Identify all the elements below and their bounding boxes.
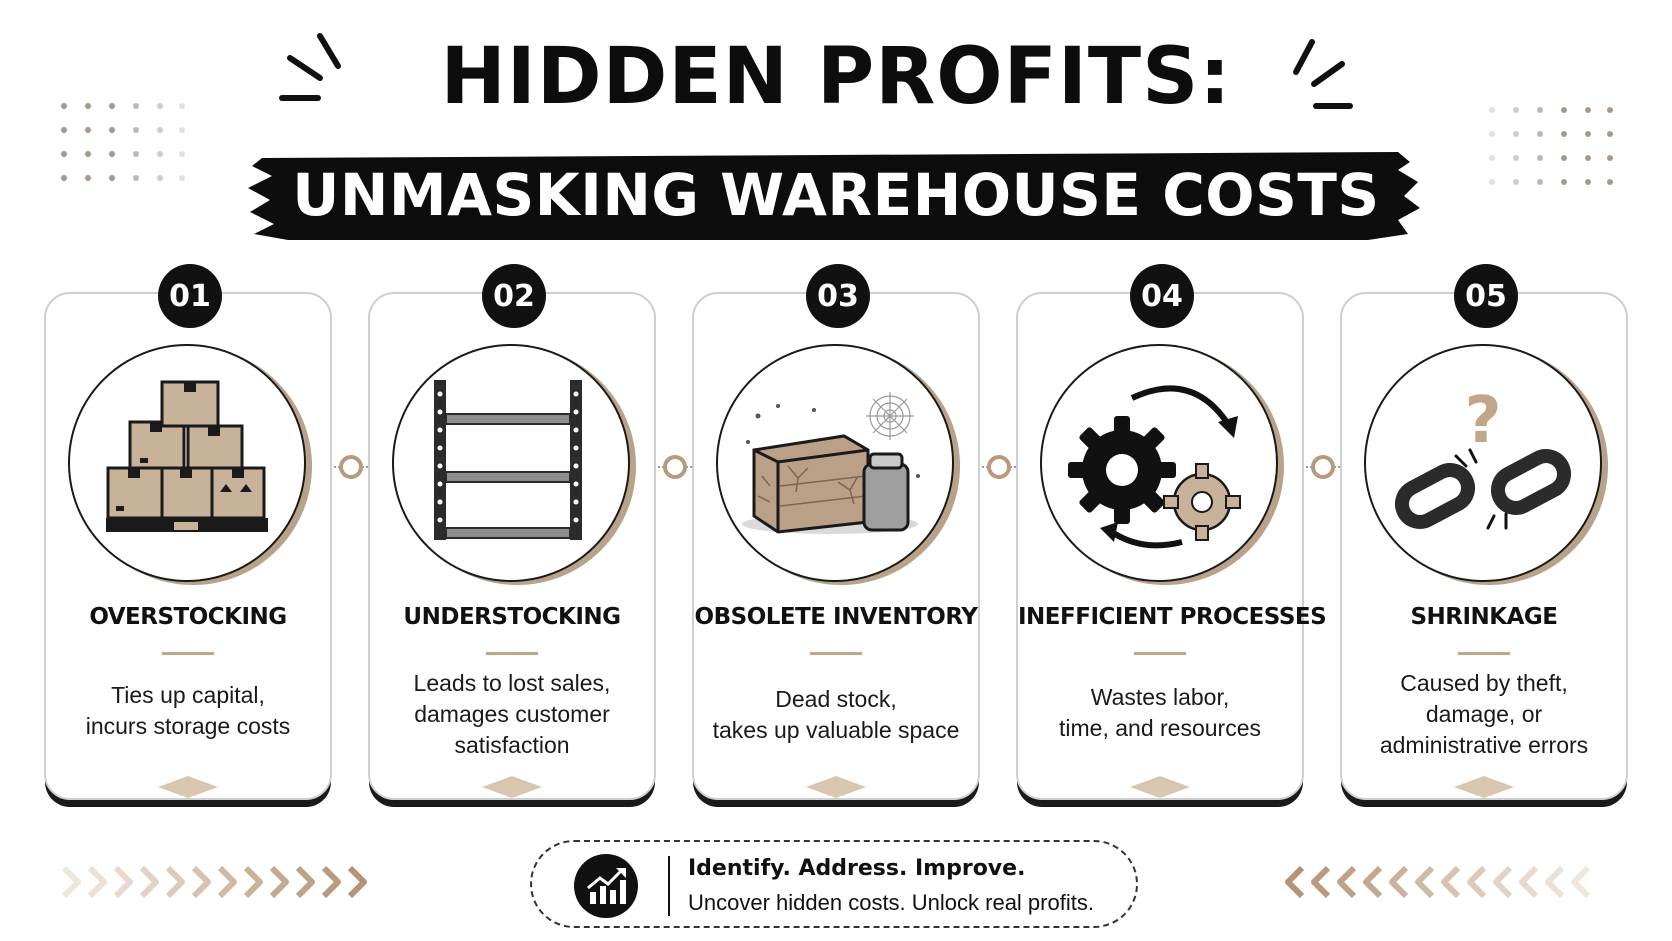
card-inefficient-processes: 04 INEFFICIENT PROC bbox=[1016, 264, 1327, 800]
title-underline bbox=[162, 652, 214, 655]
icon-circle bbox=[392, 344, 630, 582]
summary-banner: Identify. Address. Improve. Uncover hidd… bbox=[530, 840, 1138, 928]
dot-grid-right-decoration bbox=[1489, 107, 1613, 185]
burst-lines-right-icon bbox=[1293, 39, 1353, 109]
stacked-boxes-icon bbox=[106, 380, 268, 532]
brush-stroke-shape bbox=[248, 152, 1420, 240]
card-obsolete-inventory: 03 O bbox=[692, 264, 980, 800]
svg-text:?: ? bbox=[1464, 384, 1501, 458]
card-title: INEFFICIENT PROCESSES bbox=[1018, 604, 1327, 630]
card-description: Ties up capital, incurs storage costs bbox=[85, 682, 291, 739]
banner-headline: Identify. Address. Improve. bbox=[688, 856, 1026, 881]
card-title: SHRINKAGE bbox=[1410, 604, 1558, 630]
icon-circle: ? bbox=[1364, 344, 1602, 582]
subtitle-brush-banner: UNMASKING WAREHOUSE COSTS bbox=[248, 148, 1424, 244]
title-underline bbox=[810, 652, 862, 655]
icon-circle bbox=[1040, 344, 1278, 582]
card-description: Leads to lost sales, damages customer sa… bbox=[413, 670, 611, 758]
connector-ring-4 bbox=[1311, 455, 1335, 479]
step-number-badge: 05 bbox=[1454, 264, 1518, 328]
connector-ring-2 bbox=[663, 455, 687, 479]
card-title: UNDERSTOCKING bbox=[403, 604, 621, 630]
card-description: Caused by theft, damage, or administrati… bbox=[1379, 670, 1589, 758]
banner-subline: Uncover hidden costs. Unlock real profit… bbox=[688, 890, 1094, 915]
burst-lines-left-icon bbox=[279, 33, 341, 101]
dot-grid-left-decoration bbox=[61, 103, 185, 181]
diamond-marker-icon bbox=[1130, 776, 1190, 798]
diamond-marker-icon bbox=[806, 776, 866, 798]
chevrons-left-decoration bbox=[1285, 865, 1591, 899]
page-subtitle: UNMASKING WAREHOUSE COSTS bbox=[292, 161, 1380, 229]
card-overstocking: 01 OVERSTOCKING Ties up capital bbox=[44, 264, 332, 800]
step-number-badge: 03 bbox=[806, 264, 870, 328]
step-number-badge: 04 bbox=[1130, 264, 1194, 328]
connector-ring-3 bbox=[987, 455, 1011, 479]
banner-divider bbox=[668, 856, 670, 916]
growth-chart-icon bbox=[587, 868, 626, 904]
card-description: Dead stock, takes up valuable space bbox=[712, 686, 960, 743]
growth-chart-badge bbox=[574, 854, 638, 918]
card-title: OVERSTOCKING bbox=[89, 604, 287, 630]
card-shrinkage: 05 ? SHRINKAGE Caused by theft, damage, … bbox=[1340, 264, 1628, 800]
title-underline bbox=[1134, 652, 1186, 655]
page-title: HIDDEN PROFITS: bbox=[440, 32, 1232, 122]
diamond-marker-icon bbox=[158, 776, 218, 798]
broken-chain-icon: ? bbox=[1394, 384, 1572, 530]
title-underline bbox=[1458, 652, 1510, 655]
chevrons-right-decoration bbox=[61, 865, 367, 899]
dusty-crate-icon bbox=[742, 392, 920, 534]
title-underline bbox=[486, 652, 538, 655]
diamond-marker-icon bbox=[482, 776, 542, 798]
step-number-badge: 02 bbox=[482, 264, 546, 328]
connector-ring-1 bbox=[339, 455, 363, 479]
empty-shelf-icon bbox=[434, 380, 582, 540]
step-number-badge: 01 bbox=[158, 264, 222, 328]
icon-circle bbox=[716, 344, 954, 582]
gears-icon bbox=[1068, 385, 1241, 549]
card-understocking: 02 UNDERSTOCKING Leads to lost sales, da… bbox=[368, 264, 656, 800]
diamond-marker-icon bbox=[1454, 776, 1514, 798]
card-description: Wastes labor, time, and resources bbox=[1059, 684, 1261, 741]
icon-circle bbox=[68, 344, 306, 582]
card-title: OBSOLETE INVENTORY bbox=[694, 604, 978, 630]
